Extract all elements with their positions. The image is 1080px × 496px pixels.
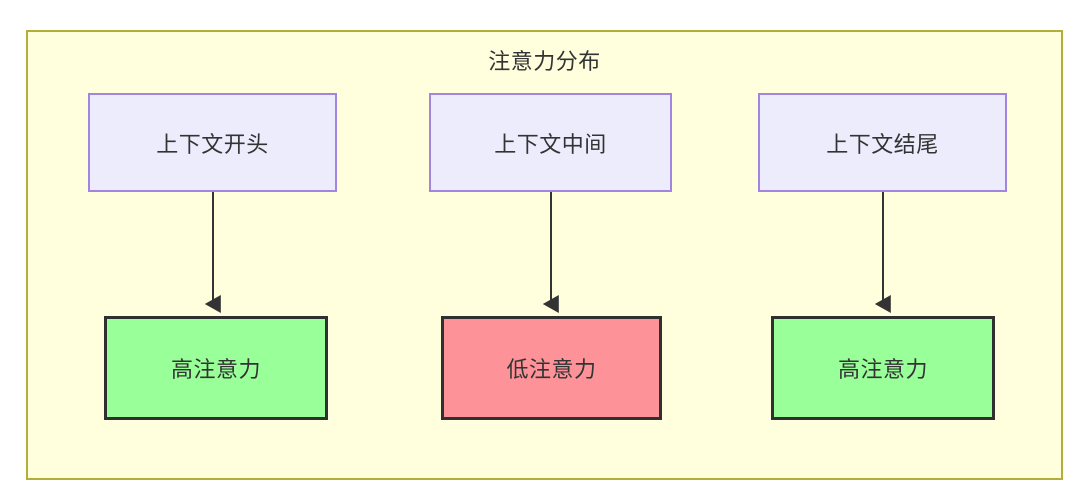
node-context-end[interactable]: 上下文结尾 [758, 93, 1007, 192]
node-context-middle-label: 上下文中间 [494, 131, 607, 157]
node-high-attention-start[interactable]: 高注意力 [104, 316, 328, 420]
node-low-attention-middle-label: 低注意力 [506, 357, 597, 382]
node-context-middle[interactable]: 上下文中间 [429, 93, 672, 192]
node-context-start[interactable]: 上下文开头 [88, 93, 337, 192]
node-low-attention-middle[interactable]: 低注意力 [441, 316, 662, 420]
node-context-start-label: 上下文开头 [156, 131, 269, 157]
node-high-attention-end-label: 高注意力 [837, 357, 928, 382]
subgraph-title: 注意力分布 [488, 49, 601, 74]
node-context-end-label: 上下文结尾 [826, 131, 939, 157]
node-high-attention-end[interactable]: 高注意力 [771, 316, 995, 420]
node-high-attention-start-label: 高注意力 [170, 357, 261, 382]
